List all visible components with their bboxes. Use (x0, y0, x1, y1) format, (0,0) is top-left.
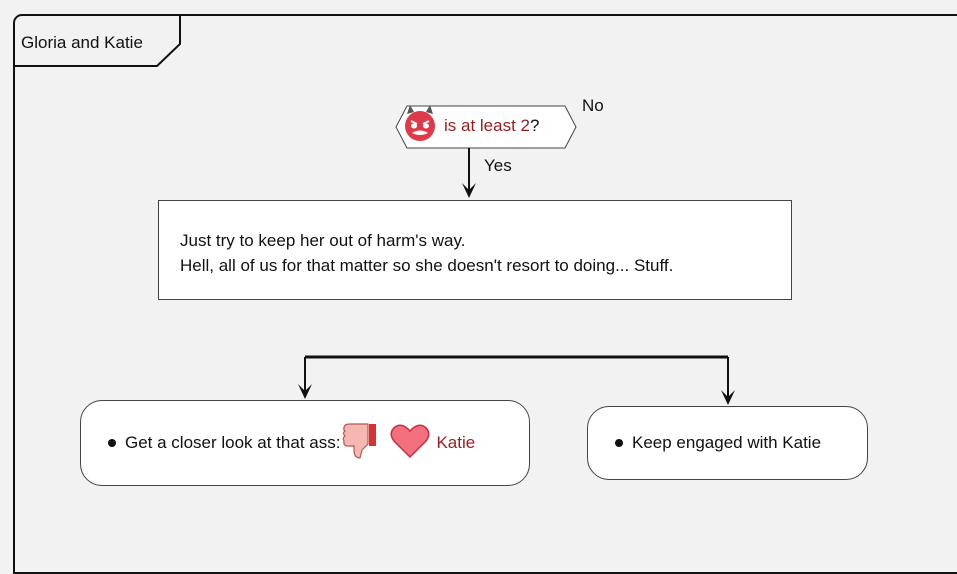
action-closer-look-text: Get a closer look at that ass: Katie (108, 422, 475, 465)
devil-face-icon (401, 104, 439, 149)
action-keep-engaged-text: Keep engaged with Katie (615, 433, 821, 453)
yes-label: Yes (484, 156, 512, 175)
action-closer-look-prefix: Get a closer look at that ass: (125, 433, 341, 452)
no-label: No (582, 96, 604, 115)
decision-condition: is at least 2 (444, 116, 530, 135)
heart-icon (390, 423, 430, 464)
action-keep-engaged-label: Keep engaged with Katie (632, 433, 822, 452)
thumbs-down-icon (342, 422, 388, 465)
decision-diamond (395, 105, 577, 149)
decision-label: is at least 2? (405, 105, 540, 141)
action-closer-look: Get a closer look at that ass: Katie (80, 400, 530, 486)
frame-title: Gloria and Katie (21, 33, 143, 52)
action-keep-engaged: Keep engaged with Katie (587, 406, 868, 480)
note-line-2: Hell, all of us for that matter so she d… (180, 256, 674, 275)
action-closer-look-suffix: Katie (436, 433, 476, 452)
bullet (108, 439, 116, 447)
note-box: Just try to keep her out of harm's way. … (158, 200, 792, 300)
decision-suffix: ? (530, 116, 540, 135)
note-line-1: Just try to keep her out of harm's way. (180, 231, 466, 250)
bullet (615, 439, 623, 447)
